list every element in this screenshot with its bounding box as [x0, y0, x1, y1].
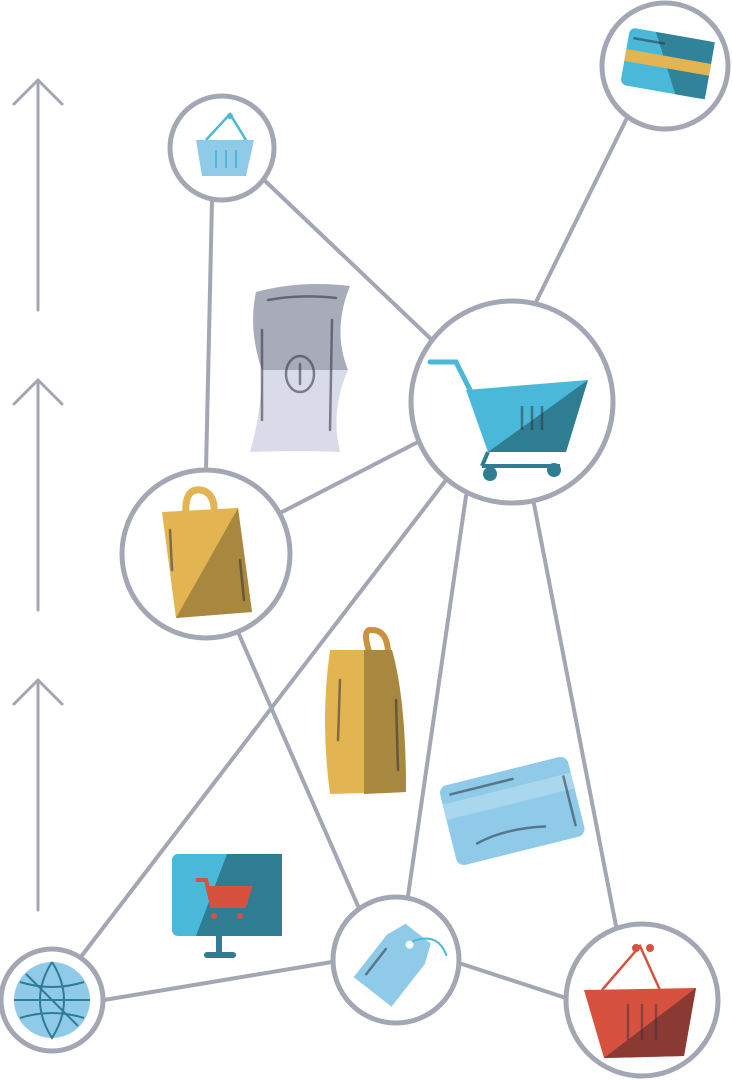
up-arrow-icon	[12, 378, 64, 612]
shopping-cart-icon	[427, 359, 588, 481]
up-arrow-icon	[12, 78, 64, 312]
credit-card-icon	[621, 27, 715, 100]
node-shopping-bag	[119, 467, 293, 641]
price-tag-icon	[353, 923, 448, 1007]
monitor-cart-icon	[172, 854, 282, 958]
edge-basketred-cart	[532, 502, 618, 928]
basket-icon	[584, 943, 696, 1058]
edge-globe-tag	[102, 960, 334, 1002]
basket-icon	[196, 111, 254, 176]
node-price-tag	[330, 894, 462, 1026]
node-credit-card	[599, 0, 731, 132]
edge-bag-tag	[236, 630, 360, 908]
shopping-bag-icon	[325, 626, 406, 794]
node-shopping-cart	[408, 298, 616, 506]
edge-bag-cart	[280, 440, 420, 514]
globe-icon	[14, 961, 90, 1040]
shopping-bag-icon	[162, 486, 252, 618]
credit-card-icon	[439, 756, 585, 866]
edge-globe-cart	[78, 478, 448, 960]
edge-basket-bag	[204, 198, 214, 472]
node-globe	[0, 946, 106, 1054]
edge-tag-basket	[460, 962, 568, 1000]
edge-basket-cart	[260, 176, 434, 342]
edge-card-cart	[534, 118, 628, 304]
money-bill-icon	[250, 284, 350, 452]
up-arrow-icon	[12, 678, 64, 912]
connection-lines	[78, 118, 628, 1002]
node-shopping-basket-red	[563, 921, 721, 1079]
edge-tag-cart	[406, 494, 468, 898]
node-shopping-basket-small	[167, 93, 277, 203]
